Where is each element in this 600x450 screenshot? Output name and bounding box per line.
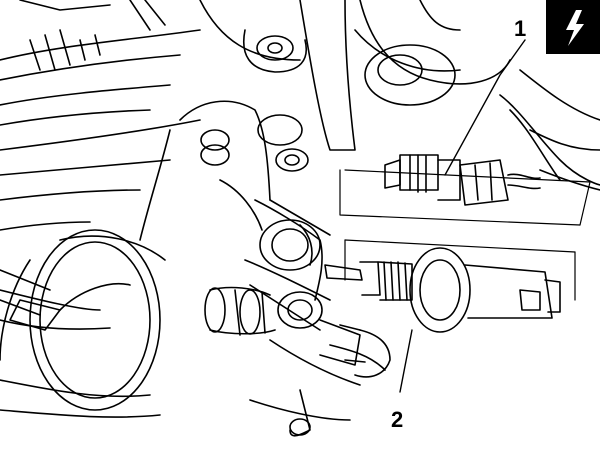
- electrical-badge: [546, 0, 600, 54]
- wiring-connector: [384, 154, 541, 206]
- lightning-bolt-icon: [566, 10, 584, 46]
- engine-block-background: [0, 0, 301, 231]
- leader-lines: [399, 39, 526, 393]
- thermostat-housing: [139, 100, 361, 437]
- connector-explode-frame: [339, 169, 591, 301]
- callout-1: 1: [514, 16, 526, 41]
- mounting-bosses: [200, 29, 456, 172]
- coolant-outlet: [0, 229, 166, 418]
- callout-2: 2: [391, 407, 403, 432]
- temperature-sender: [324, 247, 561, 333]
- hoses: [299, 0, 600, 191]
- hose-clamps: [204, 286, 391, 378]
